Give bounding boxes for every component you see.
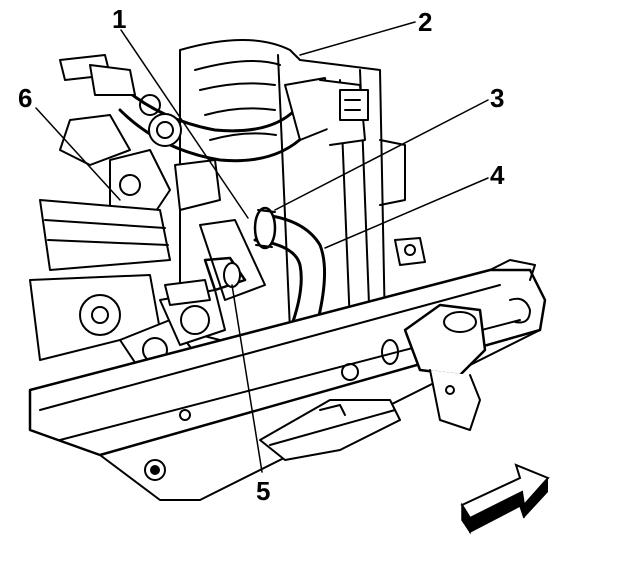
callout-4: 4 (490, 160, 505, 190)
callout-5: 5 (256, 476, 271, 506)
upper-radiator-hose (118, 77, 369, 163)
hose-clamp (253, 206, 277, 250)
callout-2: 2 (418, 7, 433, 37)
water-pump-outlet (199, 219, 266, 301)
callout-6: 6 (18, 83, 33, 113)
leader-5 (231, 284, 263, 473)
leader-4 (324, 177, 489, 249)
front-direction-arrow-icon (460, 463, 550, 535)
callout-1: 1 (112, 4, 127, 34)
leader-2 (299, 21, 416, 56)
leader-6 (35, 107, 121, 201)
callout-3: 3 (490, 83, 505, 113)
mount-bracket (259, 303, 487, 461)
leader-3 (274, 99, 489, 211)
leader-1 (120, 29, 249, 219)
leader-lines (35, 21, 489, 473)
